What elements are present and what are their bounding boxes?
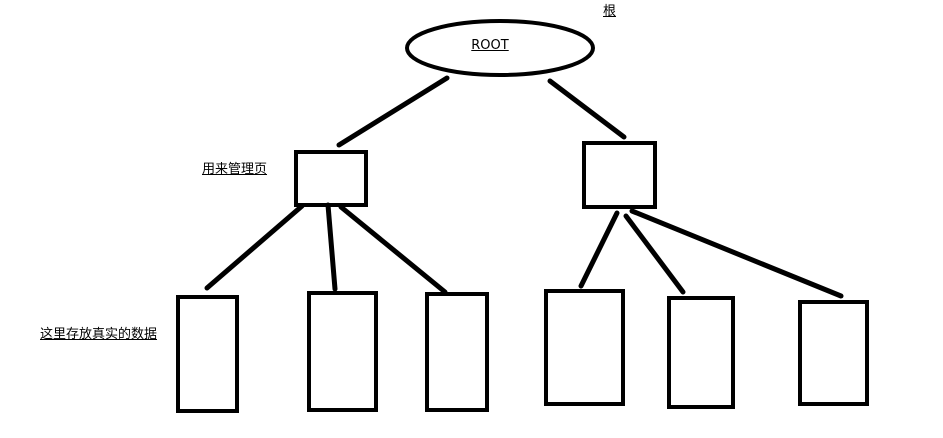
leaf-node-3 bbox=[425, 292, 489, 412]
leaf-node-6 bbox=[798, 300, 869, 406]
edge-right-leaf6 bbox=[629, 208, 844, 299]
edge-root-left bbox=[336, 75, 450, 148]
leaf-node-1 bbox=[176, 295, 239, 413]
edge-right-leaf5 bbox=[623, 213, 686, 295]
leaf-node-4 bbox=[544, 289, 625, 406]
root-node bbox=[405, 19, 595, 77]
leaf-node-annotation: 这里存放真实的数据 bbox=[40, 327, 158, 342]
internal-node-left bbox=[294, 150, 368, 207]
internal-node-right bbox=[582, 141, 657, 209]
edge-left-leaf3 bbox=[338, 204, 448, 295]
leaf-node-2 bbox=[307, 291, 378, 412]
internal-node-annotation: 用来管理页 bbox=[202, 162, 268, 177]
edge-root-right bbox=[547, 78, 627, 140]
leaf-node-5 bbox=[667, 296, 735, 409]
root-annotation: 根 bbox=[603, 4, 617, 19]
edge-left-leaf1 bbox=[204, 203, 305, 291]
root-node-label: ROOT bbox=[471, 38, 509, 53]
edge-right-leaf4 bbox=[578, 210, 620, 289]
edge-left-leaf2 bbox=[325, 202, 338, 292]
